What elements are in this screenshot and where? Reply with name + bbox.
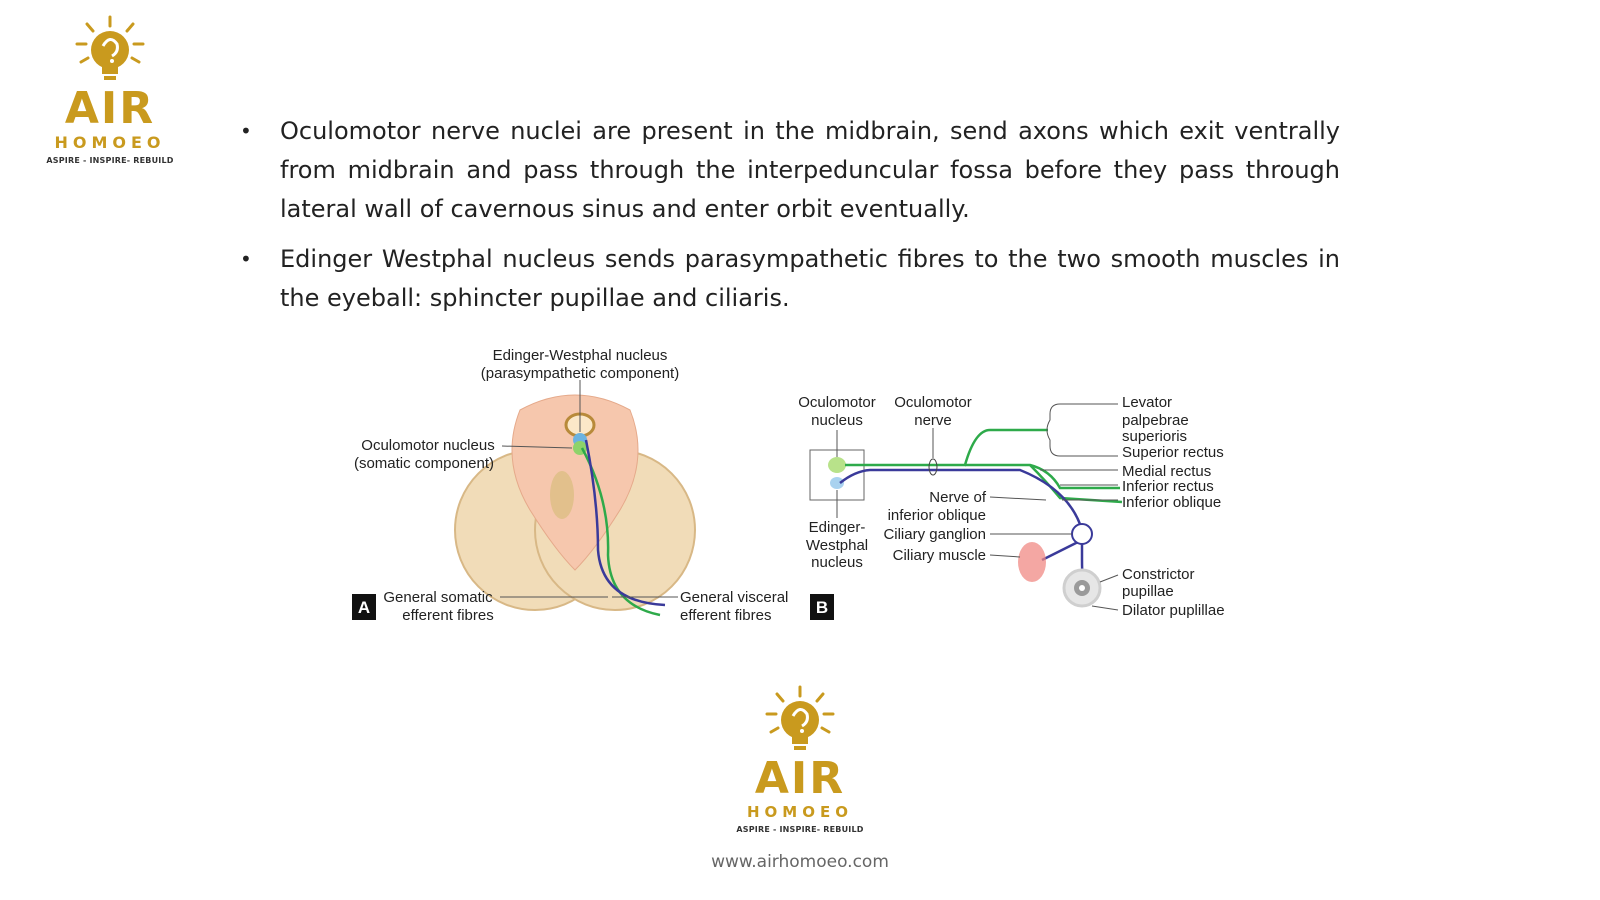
oculomotor-nucleus-marker [828,457,846,473]
panel-b: Oculomotor nucleus Oculomotor nerve Leva… [798,394,1225,620]
oculomotor-diagram: Edinger-Westphal nucleus (parasympatheti… [352,347,1225,624]
ciliary-ganglion-marker [1071,523,1093,545]
logo-tagline: ASPIRE - INSPIRE- REBUILD [46,156,174,165]
ew-label-b-2: Westphal [806,537,868,554]
panel-a-letter: A [358,598,370,617]
somatic-fibre-path [580,447,661,617]
bullet-dot-icon: • [240,119,252,143]
superior-rectus-label: Superior rectus [1122,444,1224,461]
constrictor-label-1: Constrictor [1122,566,1195,583]
gse-label-line1: General somatic [383,589,493,606]
oculomotor-nerve-marker [928,458,938,476]
oc-label-line1: Oculomotor nucleus [361,437,494,454]
panel-b-letter: B [816,598,828,617]
ciliary-muscle-leader [989,554,1021,558]
oculomotor-nerve-label-2: nerve [914,412,952,429]
logo-wordmark: AIR [754,753,846,804]
levator-bracket [1046,403,1118,457]
gse-label-line2: efferent fibres [402,607,493,624]
bulb-icon [765,685,835,750]
visceral-fibre-path [584,439,666,607]
panel-a: Edinger-Westphal nucleus (parasympatheti… [352,347,788,624]
bullet-dot-icon: • [240,247,252,271]
logo-subtitle: HOMOEO [747,803,853,821]
constrictor-label-2: pupillae [1122,583,1174,600]
levator-label-3: superioris [1122,428,1187,445]
bullet-item: • Oculomotor nerve nuclei are present in… [240,112,1340,229]
nerve-io-leader [989,496,1047,501]
ew-nucleus-marker [830,477,844,489]
inferior-rectus-label: Inferior rectus [1122,478,1214,495]
somatic-nerve-path [845,428,1048,467]
ciliary-muscle-blob [1018,542,1046,582]
panel-b-letter-box [810,594,834,620]
substantia-nigra-left [550,471,574,519]
constrictor-leader [1099,574,1119,583]
dilator-label: Dilator puplillae [1122,602,1225,619]
air-homoeo-logo-bottom: AIR HOMOEO ASPIRE - INSPIRE- REBUILD [730,684,870,834]
ciliary-muscle-label: Ciliary muscle [893,547,986,564]
bullet-text: Edinger Westphal nucleus sends parasympa… [280,245,1340,312]
levator-label-1: Levator [1122,394,1172,411]
gve-label-line2: efferent fibres [680,607,771,624]
pupil-center [1079,585,1085,591]
ew-label-line1: Edinger-Westphal nucleus [493,347,668,364]
dilator-leader [1091,605,1119,611]
inferior-oblique-label: Inferior oblique [1122,494,1221,511]
ew-label-b-3: nucleus [811,554,863,571]
bullet-list: • Oculomotor nerve nuclei are present in… [240,112,1340,329]
website-url: www.airhomoeo.com [711,852,889,872]
air-homoeo-logo-top: AIR HOMOEO ASPIRE - INSPIRE- REBUILD [40,14,180,165]
gve-label-line1: General visceral [680,589,788,606]
oculomotor-nucleus-label-2: nucleus [811,412,863,429]
oculomotor-nerve-label-1: Oculomotor [894,394,972,411]
oculomotor-nucleus-label-1: Oculomotor [798,394,876,411]
logo-tagline: ASPIRE - INSPIRE- REBUILD [736,825,864,834]
nerve-io-label-2: inferior oblique [888,507,986,524]
panel-a-letter-box [352,594,376,620]
logo-subtitle: HOMOEO [54,133,166,152]
oc-label-line2: (somatic component) [354,455,494,472]
bullet-item: • Edinger Westphal nucleus sends parasym… [240,240,1340,318]
nerve-io-label-1: Nerve of [929,489,987,506]
ew-label-line2: (parasympathetic component) [481,365,679,382]
bulb-icon [75,15,145,80]
ew-label-b-1: Edinger- [809,519,866,536]
bullet-text: Oculomotor nerve nuclei are present in t… [280,117,1340,223]
logo-wordmark: AIR [64,83,156,134]
oc-leader-line [501,445,573,449]
medial-rectus-label: Medial rectus [1122,463,1211,480]
levator-label-2: palpebrae [1122,412,1189,429]
ciliary-ganglion-label: Ciliary ganglion [883,526,986,543]
